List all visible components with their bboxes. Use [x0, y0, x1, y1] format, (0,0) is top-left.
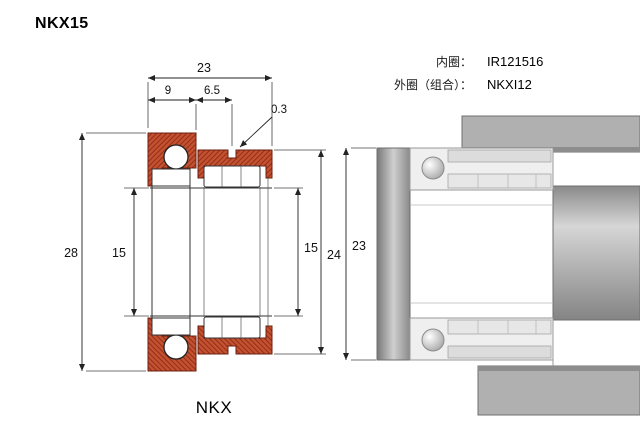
dim-groove: 0.3 [271, 104, 287, 116]
shaft [552, 185, 640, 321]
spec-inner-ring-value: IR121516 [487, 54, 543, 69]
housing-bottom-edge [478, 366, 640, 371]
ball-bottom [421, 328, 445, 352]
inner-edges [151, 178, 269, 326]
dim-thrust-od: 28 [64, 246, 78, 260]
bearing-top-half [147, 132, 273, 189]
rollers-bottom [447, 319, 552, 335]
dim-thrust-width: 9 [165, 85, 171, 97]
cup-top [447, 149, 552, 163]
dim-bore-right: 15 [304, 241, 318, 255]
spec-table: 内圈： IR121516 外圈（组合）： NKXI12 [394, 54, 543, 92]
dim-offset: 6.5 [204, 85, 220, 97]
ball-top [421, 156, 445, 180]
spec-outer-ring-value: NKXI12 [487, 77, 532, 92]
cup-bottom [447, 345, 552, 359]
section-drawing: 23 9 6.5 0.3 28 15 15 24 NKX [64, 61, 341, 417]
rollers-top [447, 173, 552, 189]
dim-needle-od: 24 [327, 248, 341, 262]
dim-right-view-width: 23 [352, 239, 366, 253]
dimension-lines [79, 75, 324, 371]
spec-outer-ring-label: 外圈（组合）： [394, 77, 472, 92]
needle-rollers [203, 165, 261, 188]
bearing-bottom-half [147, 315, 273, 372]
extension-lines [86, 82, 326, 372]
thrust-ball [163, 144, 189, 170]
shaft-washer [151, 168, 191, 187]
housing-top [461, 115, 640, 153]
thrust-washer-face [376, 147, 411, 361]
housing-bottom [477, 365, 640, 416]
dim-bore-left: 15 [112, 246, 126, 260]
page-title: NKX15 [35, 15, 89, 32]
dim-total-width: 23 [197, 61, 211, 75]
drawing-caption: NKX [196, 398, 232, 417]
mounted-view: 23 [343, 115, 640, 416]
spec-inner-ring-label: 内圈： [436, 55, 472, 69]
